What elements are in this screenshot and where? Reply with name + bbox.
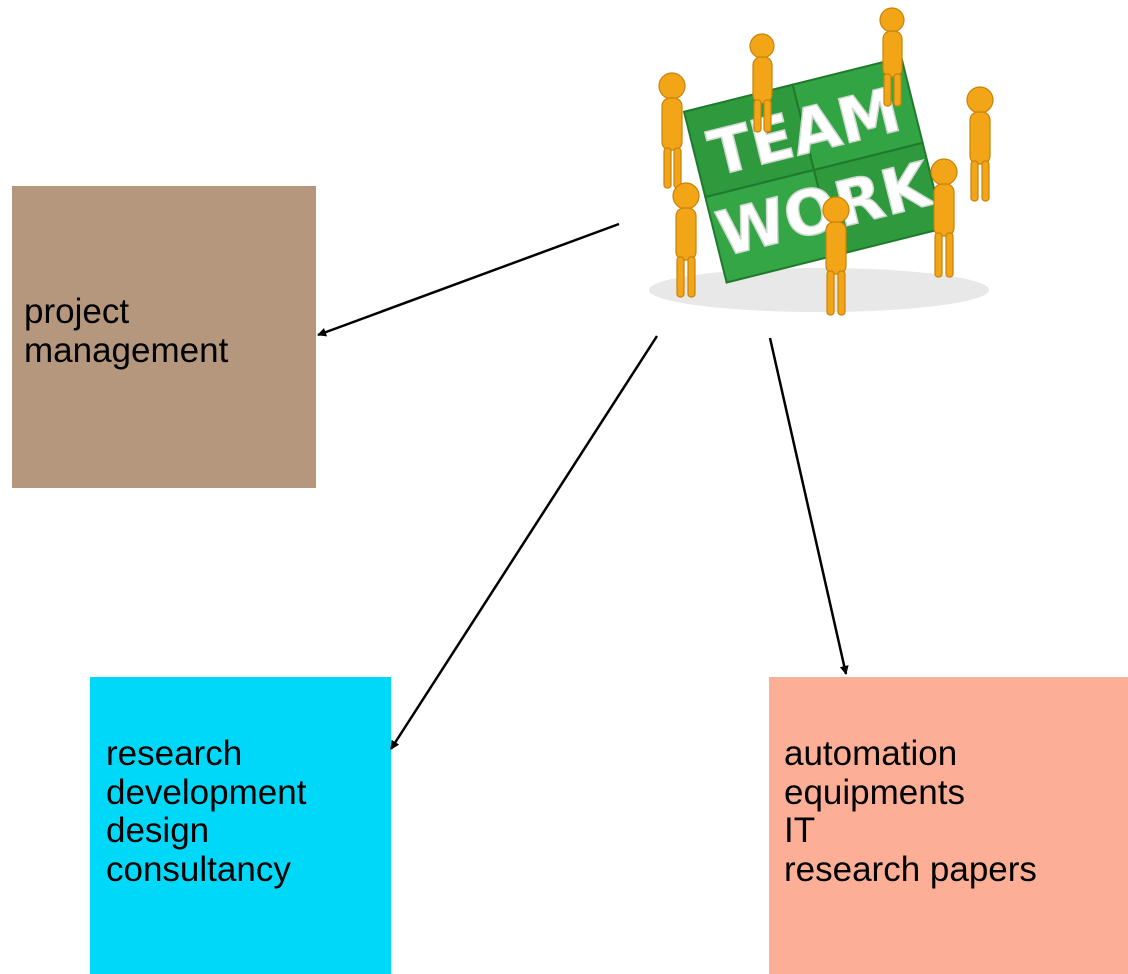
automation-label: automation equipments IT research papers <box>784 734 1037 889</box>
automation-box <box>769 677 1128 974</box>
puzzle-board: TEAM WORK <box>682 56 946 284</box>
automation-line: equipments <box>784 772 965 812</box>
research-line: research <box>106 734 243 773</box>
automation-line: IT <box>784 811 816 850</box>
project-management-line: management <box>24 330 229 370</box>
figure-icon <box>930 158 958 278</box>
arrow-to-project-management <box>317 222 620 337</box>
figure-icon <box>672 182 700 298</box>
figure-icon <box>966 86 994 202</box>
teamwork-puzzle-icon: TEAM WORK <box>649 7 994 316</box>
figure-icon <box>879 7 905 107</box>
automation-line: automation <box>784 734 958 773</box>
figure-icon <box>822 196 850 316</box>
project-management-line: project <box>24 292 130 331</box>
research-box <box>90 677 391 974</box>
team-figures <box>658 7 994 316</box>
research-label: research development design consultancy <box>106 734 307 889</box>
figure-icon <box>658 72 686 189</box>
arrow-to-automation <box>768 337 849 675</box>
research-line: design <box>106 811 210 850</box>
arrow-to-research <box>389 335 659 750</box>
research-line: consultancy <box>106 849 291 889</box>
project-management-label: project management <box>24 292 229 370</box>
research-line: development <box>106 772 307 812</box>
figure-icon <box>749 33 775 133</box>
automation-line: research papers <box>784 849 1037 889</box>
project-management-box <box>12 186 316 488</box>
